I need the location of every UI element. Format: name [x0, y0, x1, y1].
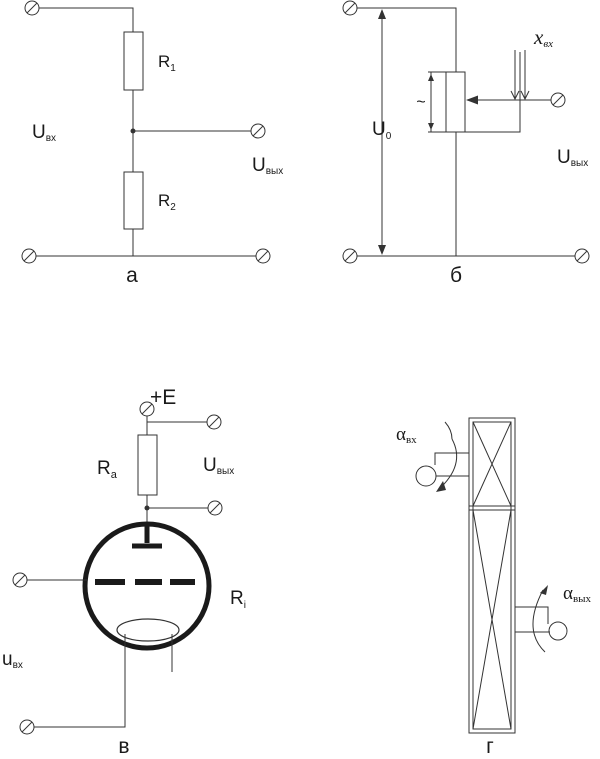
- tilde-symbol: ~: [416, 94, 425, 111]
- output-shaft-disc: [548, 621, 568, 641]
- panel-a-bottom-wire: [29, 229, 263, 257]
- input-rotation-arrowhead: [436, 481, 446, 492]
- panel-c-terminal-out-top: [206, 414, 222, 430]
- panel-b-terminal-bottom-right: [574, 248, 590, 264]
- panel-d-caption: г: [486, 735, 494, 758]
- input-shaft: [434, 452, 469, 477]
- resistor-r1: [123, 31, 144, 91]
- anode-plate: [132, 522, 162, 549]
- input-rotation-arc: [437, 438, 458, 491]
- panel-c-terminal-out-bottom: [207, 500, 223, 516]
- travel-arrow-down: [428, 123, 434, 130]
- panel-a-uin-label: Uвх: [32, 122, 56, 144]
- panel-b-potentiometer: ~ U0 xвх Uвых б: [342, 0, 590, 287]
- travel-arrow-up: [428, 74, 434, 81]
- aout-label: αвых: [563, 583, 592, 605]
- panel-a-terminal-out-bottom: [255, 248, 271, 264]
- panel-a-terminal-in-bottom: [21, 248, 37, 264]
- panel-b-uout-label: Uвых: [557, 147, 588, 169]
- column-upper-cross: [472, 421, 512, 507]
- panel-a-terminal-in-top: [24, 0, 40, 16]
- panel-a-terminal-out-top: [250, 123, 266, 139]
- panel-d-rotary-column: αвх αвых г: [396, 417, 592, 758]
- input-rotation-arc-top: [444, 421, 453, 440]
- output-rotation-arc: [532, 589, 546, 653]
- travel-bracket: [428, 71, 446, 133]
- panel-c-tube-amplifier: +E Ra Uвых Ri uвх в: [2, 386, 246, 758]
- cathode-arc: [116, 618, 180, 642]
- panel-c-terminal-in-bottom: [19, 719, 35, 735]
- cathode-return-wire: [27, 672, 126, 728]
- u0-arrow-head-top: [378, 9, 386, 19]
- output-rotation-arrowhead: [540, 585, 548, 595]
- xin-arrow-lines: [514, 50, 526, 98]
- supply-label: +E: [150, 386, 176, 409]
- wiper-arrowhead: [466, 95, 478, 105]
- column-outer: [468, 417, 516, 734]
- resistor-r2: [123, 171, 144, 230]
- column-lower-cross: [472, 509, 512, 730]
- panel-b-terminal-top: [342, 0, 358, 16]
- output-shaft: [515, 606, 550, 633]
- panel-c-uin-label: uвх: [2, 649, 23, 671]
- panel-c-uout-label: Uвых: [203, 455, 234, 477]
- potentiometer-body: [445, 71, 466, 133]
- panel-b-caption: б: [450, 264, 462, 287]
- panel-b-terminal-bottom-left: [342, 248, 358, 264]
- xin-arrowheads: [510, 90, 530, 101]
- panel-a-voltage-divider: R1 R2 Uвх Uвых а: [21, 0, 283, 287]
- panel-c-caption: в: [118, 735, 129, 758]
- r2-label: R2: [158, 191, 176, 213]
- ain-label: αвх: [396, 424, 417, 446]
- panel-a-top-wire: [32, 7, 134, 32]
- supply-terminal: [139, 401, 155, 417]
- supply-rail: [146, 409, 214, 423]
- u0-label: U0: [372, 119, 392, 142]
- cathode-leads: [124, 634, 173, 672]
- panel-b-bottom-wire: [350, 132, 582, 257]
- panel-c-terminal-in-top: [12, 572, 28, 588]
- r1-label: R1: [158, 52, 176, 74]
- panel-b-top-wire: [350, 7, 457, 72]
- ri-label: Ri: [230, 588, 246, 611]
- panel-b-terminal-wiper: [550, 92, 566, 108]
- panel-a-uout-label: Uвых: [252, 155, 283, 177]
- xin-label: xвх: [533, 25, 553, 50]
- wiper-return-wire: [465, 52, 521, 133]
- column-inner: [472, 421, 512, 730]
- column-upper-divider: [469, 505, 515, 511]
- resistor-ra: [137, 434, 158, 496]
- ra-label: Ra: [97, 458, 118, 481]
- u0-arrow-head-bottom: [378, 245, 386, 255]
- panel-a-caption: а: [126, 264, 138, 287]
- input-shaft-disc: [415, 465, 437, 487]
